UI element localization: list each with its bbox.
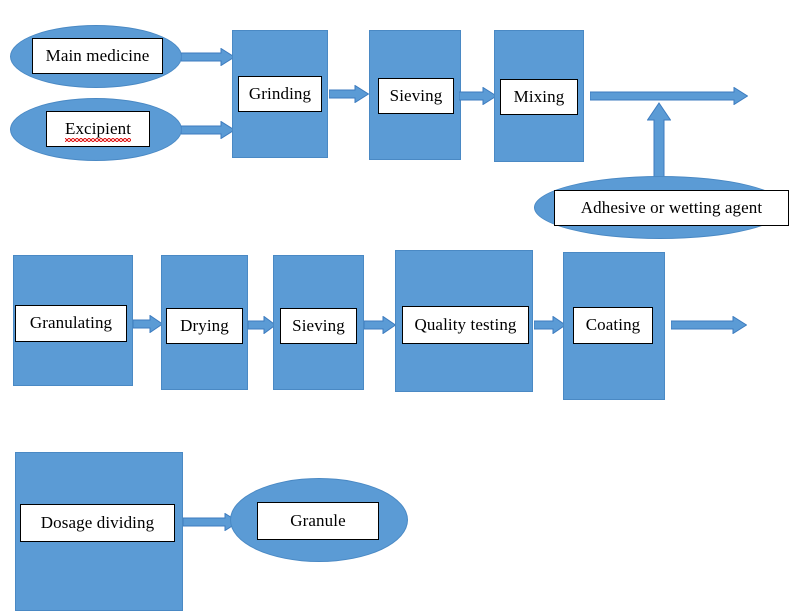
node-drying-label-box[interactable]: Drying (166, 308, 243, 344)
arrow-sieving-to-mixing (459, 87, 497, 105)
node-main-medicine-label: Main medicine (45, 45, 150, 65)
node-drying-label: Drying (180, 315, 229, 335)
arrow-sieving-to-quality-testing (364, 316, 396, 334)
node-quality-testing-label: Quality testing (414, 314, 517, 334)
node-excipient-label: Excipient (64, 118, 132, 142)
node-excipient-label-box[interactable]: Excipient (46, 111, 150, 147)
node-adhesive-agent-label-box[interactable]: Adhesive or wetting agent (554, 190, 789, 226)
node-sieving-2-label-box[interactable]: Sieving (280, 308, 357, 344)
node-dosage-dividing-label: Dosage dividing (40, 512, 155, 532)
node-coating-label: Coating (585, 315, 641, 335)
arrow-adhesive-to-mixing-flow (647, 102, 671, 184)
node-sieving-1-label: Sieving (389, 85, 443, 105)
node-sieving-1-label-box[interactable]: Sieving (378, 78, 454, 114)
arrow-coating-to-next-row (671, 316, 747, 334)
arrow-excipient-to-grinding (181, 121, 235, 139)
node-granulating-label-box[interactable]: Granulating (15, 305, 127, 342)
arrow-granulating-to-drying (133, 315, 163, 333)
node-granule-label-box[interactable]: Granule (257, 502, 379, 540)
node-main-medicine-label-box[interactable]: Main medicine (32, 38, 163, 74)
arrow-quality-testing-to-coating (534, 316, 566, 334)
arrow-mixing-to-next-row (590, 87, 748, 105)
node-granulating-label: Granulating (29, 313, 113, 333)
arrow-main-medicine-to-grinding (181, 48, 235, 66)
node-coating-label-box[interactable]: Coating (573, 307, 653, 344)
node-adhesive-agent-label: Adhesive or wetting agent (580, 197, 763, 217)
node-grinding-label: Grinding (248, 83, 312, 103)
arrow-grinding-to-sieving (329, 85, 369, 103)
node-grinding-label-box[interactable]: Grinding (238, 76, 322, 112)
node-mixing-label: Mixing (513, 86, 565, 106)
node-quality-testing-label-box[interactable]: Quality testing (402, 306, 529, 344)
node-sieving-2-label: Sieving (292, 315, 345, 335)
node-dosage-dividing-label-box[interactable]: Dosage dividing (20, 504, 175, 542)
node-mixing-label-box[interactable]: Mixing (500, 79, 578, 115)
node-granule-label: Granule (290, 510, 346, 530)
arrow-drying-to-sieving (248, 316, 276, 334)
